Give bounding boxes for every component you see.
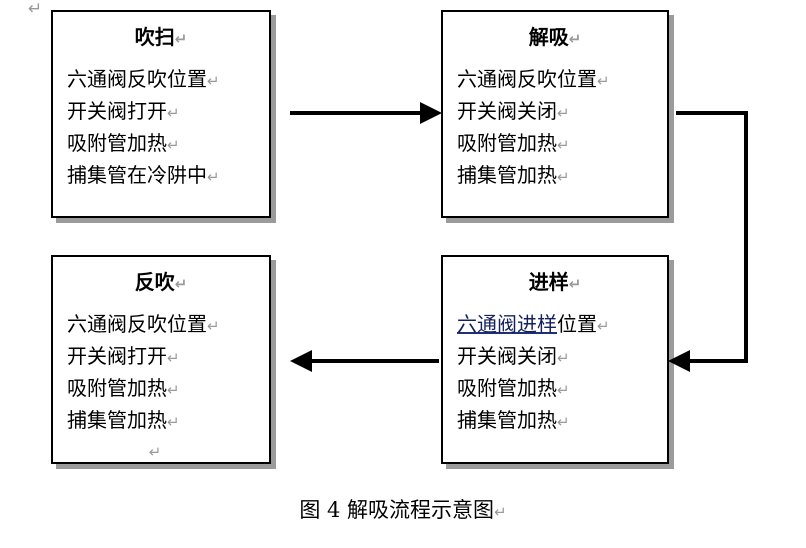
inject-line-4-text: 捕集管加热 bbox=[457, 408, 557, 432]
arrow-desorb-to-inject-segment-right bbox=[744, 111, 748, 363]
purge-line-3-return-mark: ↵ bbox=[167, 136, 180, 154]
desorb-line-2-return-mark: ↵ bbox=[557, 104, 570, 122]
inject-line-3: 吸附管加热↵ bbox=[457, 373, 667, 405]
inject-line-1-plain-text: 位置 bbox=[557, 312, 597, 336]
desorb-line-1-text: 六通阀反吹位置 bbox=[457, 67, 597, 91]
inject-line-1-return-mark: ↵ bbox=[597, 317, 610, 335]
backflush-line-2-text: 开关阀打开 bbox=[67, 344, 167, 368]
process-box-inject[interactable]: 进样↵ 六通阀进样位置↵ 开关阀关闭↵ 吸附管加热↵ 捕集管加热↵ bbox=[441, 255, 669, 464]
process-box-purge-title: 吹扫↵ bbox=[53, 26, 269, 50]
inject-line-1-underlined-text: 六通阀进样 bbox=[457, 312, 557, 336]
arrow-inject-to-backflush-head-icon bbox=[290, 350, 312, 372]
figure-caption: 图 4 解吸流程示意图↵ bbox=[0, 497, 806, 525]
purge-line-4: 捕集管在冷阱中↵ bbox=[67, 160, 269, 192]
desorb-line-2: 开关阀关闭↵ bbox=[457, 96, 667, 128]
process-box-purge-lines: 六通阀反吹位置↵ 开关阀打开↵ 吸附管加热↵ 捕集管在冷阱中↵ bbox=[53, 64, 269, 192]
desorb-line-2-text: 开关阀关闭 bbox=[457, 99, 557, 123]
purge-line-3-text: 吸附管加热 bbox=[67, 131, 167, 155]
desorb-line-3: 吸附管加热↵ bbox=[457, 128, 667, 160]
backflush-title-return-mark: ↵ bbox=[174, 275, 188, 293]
purge-line-1-text: 六通阀反吹位置 bbox=[67, 67, 207, 91]
desorb-line-3-text: 吸附管加热 bbox=[457, 131, 557, 155]
arrow-purge-to-desorb-line bbox=[290, 111, 423, 115]
backflush-line-2-return-mark: ↵ bbox=[167, 349, 180, 367]
backflush-line-4-text: 捕集管加热 bbox=[67, 408, 167, 432]
inject-title-text: 进样 bbox=[528, 270, 569, 294]
backflush-title-text: 反吹 bbox=[134, 270, 175, 294]
inject-line-2: 开关阀关闭↵ bbox=[457, 341, 667, 373]
inject-title-return-mark: ↵ bbox=[568, 275, 582, 293]
desorb-line-3-return-mark: ↵ bbox=[557, 136, 570, 154]
desorb-title-text: 解吸 bbox=[528, 25, 569, 49]
process-box-backflush-lines: 六通阀反吹位置↵ 开关阀打开↵ 吸附管加热↵ 捕集管加热↵ ↵ bbox=[53, 309, 269, 465]
desorb-title-return-mark: ↵ bbox=[568, 30, 582, 48]
arrow-desorb-to-inject-head-icon bbox=[668, 350, 690, 372]
process-box-backflush[interactable]: 反吹↵ 六通阀反吹位置↵ 开关阀打开↵ 吸附管加热↵ 捕集管加热↵ ↵ bbox=[51, 255, 271, 464]
process-box-inject-title: 进样↵ bbox=[443, 271, 667, 295]
desorb-line-1-return-mark: ↵ bbox=[597, 72, 610, 90]
purge-title-return-mark: ↵ bbox=[174, 30, 188, 48]
page-return-mark: ↵ bbox=[28, 0, 43, 19]
arrow-inject-to-backflush-line bbox=[312, 359, 439, 363]
purge-line-1-return-mark: ↵ bbox=[207, 72, 220, 90]
process-box-purge[interactable]: 吹扫↵ 六通阀反吹位置↵ 开关阀打开↵ 吸附管加热↵ 捕集管在冷阱中↵ bbox=[51, 10, 271, 218]
arrow-desorb-to-inject-segment-top bbox=[676, 111, 748, 115]
process-box-desorb-lines: 六通阀反吹位置↵ 开关阀关闭↵ 吸附管加热↵ 捕集管加热↵ bbox=[443, 64, 667, 192]
purge-title-text: 吹扫 bbox=[134, 25, 175, 49]
inject-line-3-return-mark: ↵ bbox=[557, 381, 570, 399]
backflush-line-4: 捕集管加热↵ bbox=[67, 405, 269, 437]
process-box-backflush-title: 反吹↵ bbox=[53, 271, 269, 295]
backflush-line-1-text: 六通阀反吹位置 bbox=[67, 312, 207, 336]
purge-line-1: 六通阀反吹位置↵ bbox=[67, 64, 269, 96]
backflush-line-3: 吸附管加热↵ bbox=[67, 373, 269, 405]
purge-line-4-text: 捕集管在冷阱中 bbox=[67, 163, 207, 187]
inject-line-4-return-mark: ↵ bbox=[557, 413, 570, 431]
desorb-line-4: 捕集管加热↵ bbox=[457, 160, 667, 192]
purge-line-4-return-mark: ↵ bbox=[207, 168, 220, 186]
inject-line-4: 捕集管加热↵ bbox=[457, 405, 667, 437]
figure-caption-return-mark: ↵ bbox=[494, 503, 507, 521]
figure-caption-text: 图 4 解吸流程示意图 bbox=[299, 498, 495, 522]
arrow-purge-to-desorb-head-icon bbox=[420, 102, 442, 124]
backflush-line-2: 开关阀打开↵ bbox=[67, 341, 269, 373]
backflush-trailing-return-line: ↵ bbox=[67, 437, 269, 465]
backflush-line-1: 六通阀反吹位置↵ bbox=[67, 309, 269, 341]
purge-line-2-return-mark: ↵ bbox=[167, 104, 180, 122]
desorb-line-1: 六通阀反吹位置↵ bbox=[457, 64, 667, 96]
backflush-trailing-return-mark: ↵ bbox=[148, 443, 162, 461]
purge-line-2-text: 开关阀打开 bbox=[67, 99, 167, 123]
inject-line-3-text: 吸附管加热 bbox=[457, 376, 557, 400]
backflush-line-1-return-mark: ↵ bbox=[207, 317, 220, 335]
process-box-inject-lines: 六通阀进样位置↵ 开关阀关闭↵ 吸附管加热↵ 捕集管加热↵ bbox=[443, 309, 667, 437]
purge-line-2: 开关阀打开↵ bbox=[67, 96, 269, 128]
backflush-line-4-return-mark: ↵ bbox=[167, 413, 180, 431]
desorb-line-4-return-mark: ↵ bbox=[557, 168, 570, 186]
purge-line-3: 吸附管加热↵ bbox=[67, 128, 269, 160]
process-box-desorb-title: 解吸↵ bbox=[443, 26, 667, 50]
backflush-line-3-text: 吸附管加热 bbox=[67, 376, 167, 400]
backflush-line-3-return-mark: ↵ bbox=[167, 381, 180, 399]
desorb-line-4-text: 捕集管加热 bbox=[457, 163, 557, 187]
inject-line-2-text: 开关阀关闭 bbox=[457, 344, 557, 368]
inject-line-1: 六通阀进样位置↵ bbox=[457, 309, 667, 341]
process-box-desorb[interactable]: 解吸↵ 六通阀反吹位置↵ 开关阀关闭↵ 吸附管加热↵ 捕集管加热↵ bbox=[441, 10, 669, 218]
inject-line-2-return-mark: ↵ bbox=[557, 349, 570, 367]
arrow-desorb-to-inject-segment-bottom bbox=[690, 359, 748, 363]
